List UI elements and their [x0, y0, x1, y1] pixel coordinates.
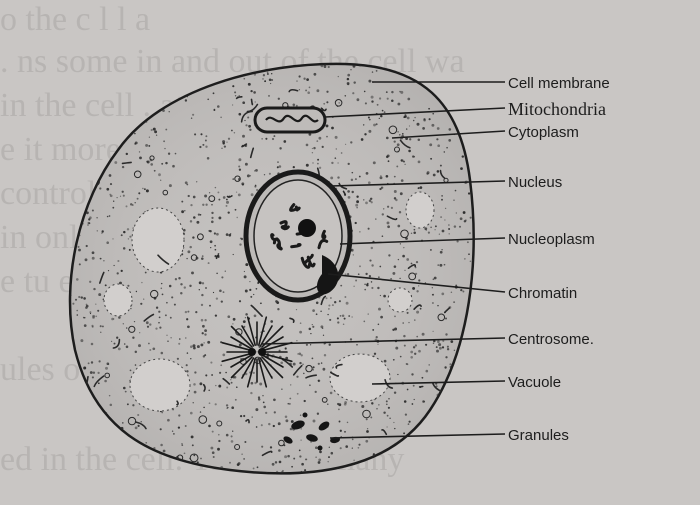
chromatin-strands	[270, 203, 329, 269]
leader-vacuole	[371, 380, 506, 385]
label-chromatin: Chromatin	[508, 285, 577, 302]
label-cytoplasm: Cytoplasm	[508, 124, 579, 141]
leader-mitochondria	[324, 107, 506, 118]
label-nucleus: Nucleus	[508, 174, 562, 191]
leader-nucleoplasm	[339, 237, 506, 245]
label-granules: Granules	[508, 427, 569, 444]
leader-granules	[329, 433, 506, 439]
label-centrosome: Centrosome.	[508, 331, 594, 348]
labels: Cell membrane Mitochondria Cytoplasm Nuc…	[508, 75, 610, 444]
leader-cytoplasm	[391, 130, 506, 139]
mitochondrion	[253, 106, 327, 134]
leader-lines	[261, 81, 506, 439]
leader-centrosome	[261, 337, 506, 345]
label-mitochondria: Mitochondria	[508, 99, 606, 119]
nucleolus	[298, 219, 316, 237]
label-cell-membrane: Cell membrane	[508, 75, 610, 92]
leader-chromatin	[327, 273, 506, 293]
leader-nucleus	[329, 180, 506, 187]
label-vacuole: Vacuole	[508, 374, 561, 391]
svg-text:o the c l l a: o the c l l a	[0, 1, 150, 38]
nucleus	[243, 169, 353, 303]
vacuoles	[103, 191, 435, 412]
label-nucleoplasm: Nucleoplasm	[508, 231, 595, 248]
centrosome	[221, 316, 293, 388]
